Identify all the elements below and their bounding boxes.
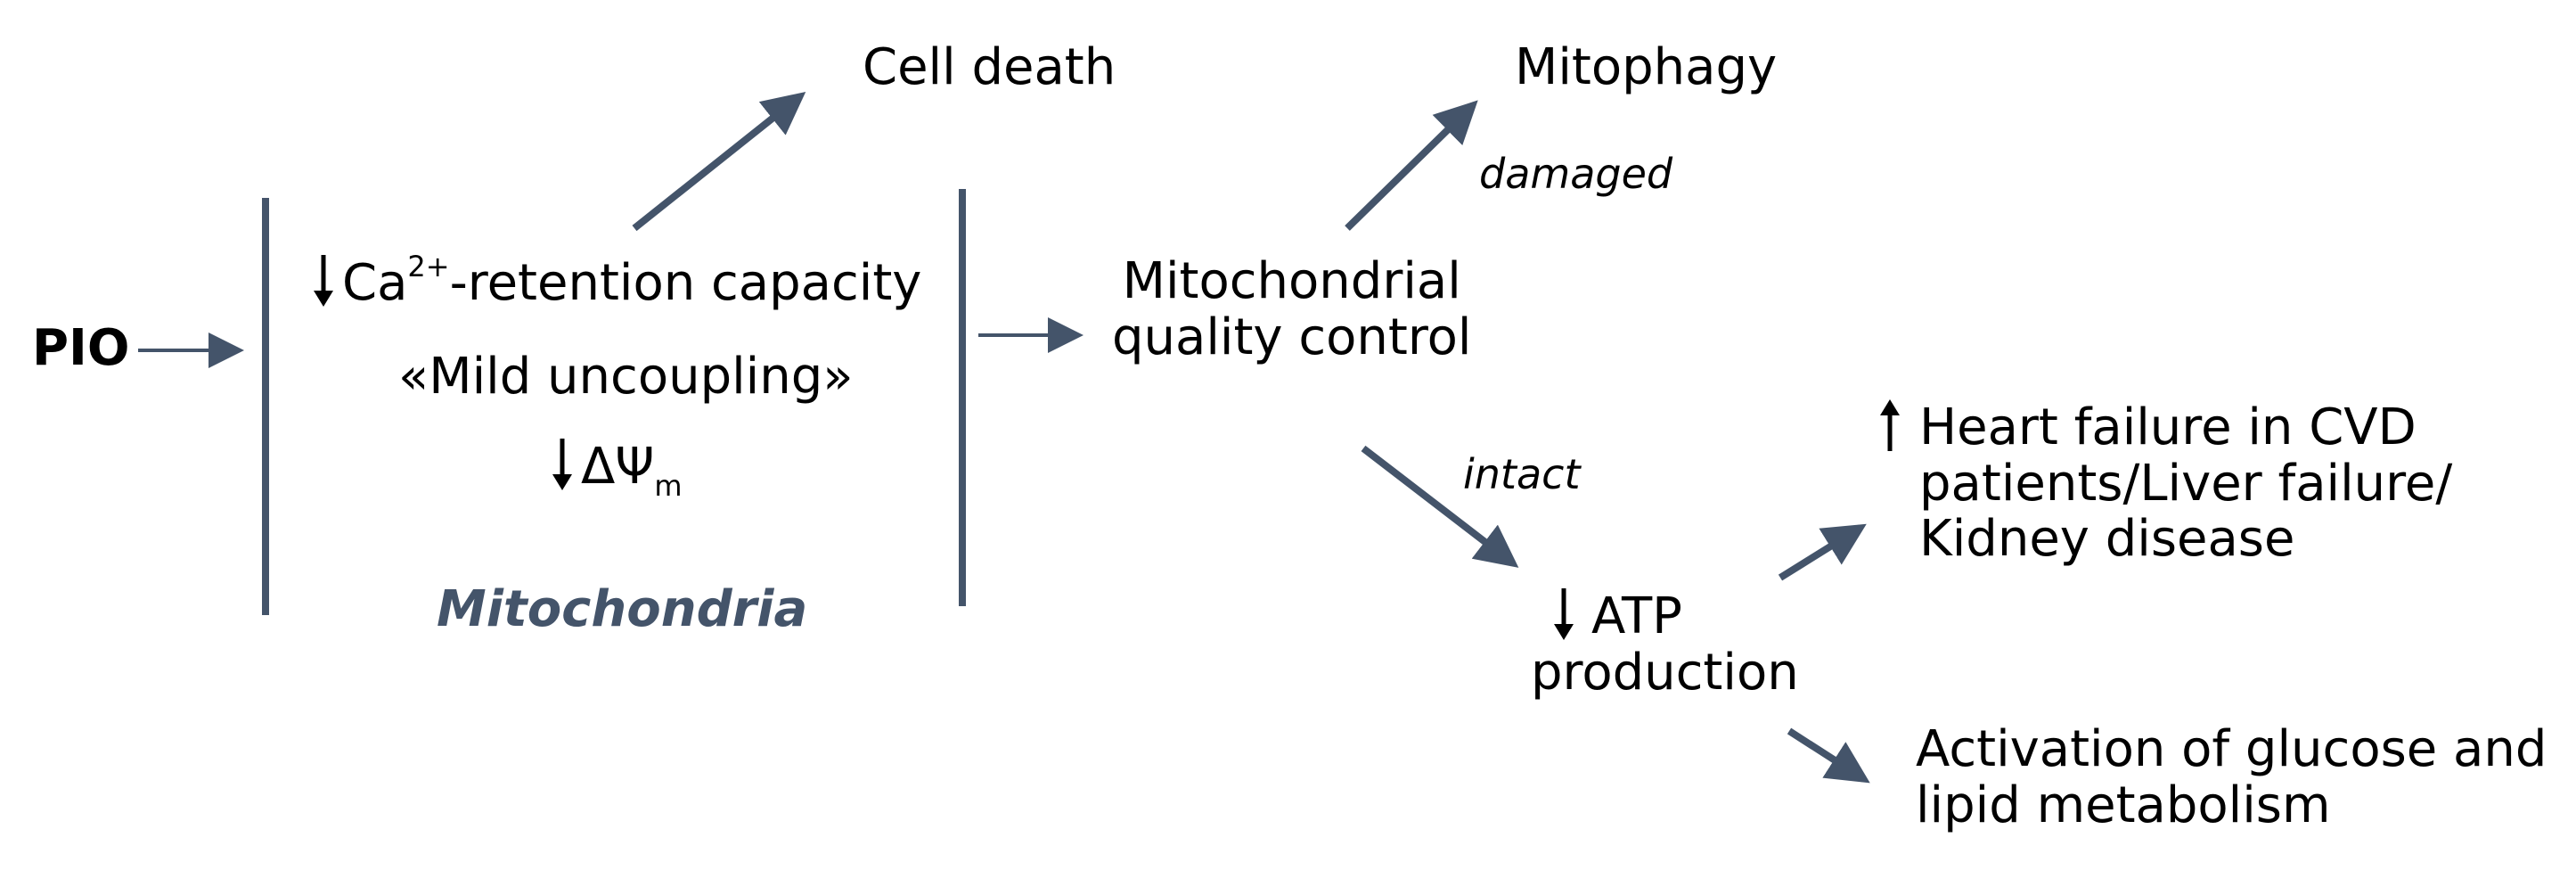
intact-label: intact — [1463, 450, 1581, 498]
arrow-to-cell-death — [632, 92, 806, 232]
down-arrow-icon — [552, 439, 572, 490]
arrow-to-atp — [1361, 445, 1519, 568]
delta-psi-subscript: m — [654, 469, 683, 503]
heart-failure-text-1: Heart failure in CVD — [1919, 398, 2417, 456]
mitochondria-label: Mitochondria — [437, 580, 808, 638]
ca-superscript: 2+ — [407, 250, 450, 283]
arrow-to-activation — [1787, 727, 1870, 784]
cell-death-label: Cell death — [863, 38, 1116, 96]
atp-production-label: ATP production — [1531, 587, 1799, 701]
mild-uncoupling-label: «Mild uncoupling» — [398, 348, 854, 406]
quality-control-line-1: Mitochondrial — [1122, 252, 1461, 310]
ca-retention-label: Ca2+-retention capacity — [312, 250, 922, 312]
activation-line-2: lipid metabolism — [1916, 776, 2331, 834]
atp-line-2: production — [1531, 643, 1799, 702]
heart-failure-line-3: Kidney disease — [1919, 510, 2295, 569]
down-arrow-icon — [314, 255, 333, 307]
activation-label: Activation of glucose and lipid metaboli… — [1916, 720, 2547, 834]
heart-failure-line-2: patients/Liver failure/ — [1919, 454, 2453, 513]
up-arrow-icon — [1880, 399, 1900, 451]
damaged-label: damaged — [1479, 150, 1673, 198]
atp-line-1: ATP — [1531, 587, 1799, 645]
ca-suffix: -retention capacity — [449, 254, 922, 312]
arrow-to-heart-failure — [1778, 523, 1867, 581]
membrane-potential-label: ΔΨm — [551, 437, 683, 500]
arrow-to-mitophagy — [1345, 100, 1478, 231]
down-arrow-icon — [1554, 588, 1574, 640]
quality-control-line-2: quality control — [1112, 308, 1472, 366]
activation-line-1: Activation of glucose and — [1916, 720, 2547, 778]
heart-failure-label: Heart failure in CVD patients/Liver fail… — [1878, 398, 2452, 568]
atp-text: ATP — [1591, 587, 1682, 645]
quality-control-label: Mitochondrial quality control — [1112, 252, 1472, 366]
pio-label: PIO — [32, 319, 130, 377]
delta-psi-symbol: ΔΨ — [581, 438, 655, 496]
ca-prefix: Ca — [342, 254, 408, 312]
heart-failure-line-1: Heart failure in CVD — [1878, 398, 2452, 456]
mitophagy-label: Mitophagy — [1515, 38, 1778, 96]
